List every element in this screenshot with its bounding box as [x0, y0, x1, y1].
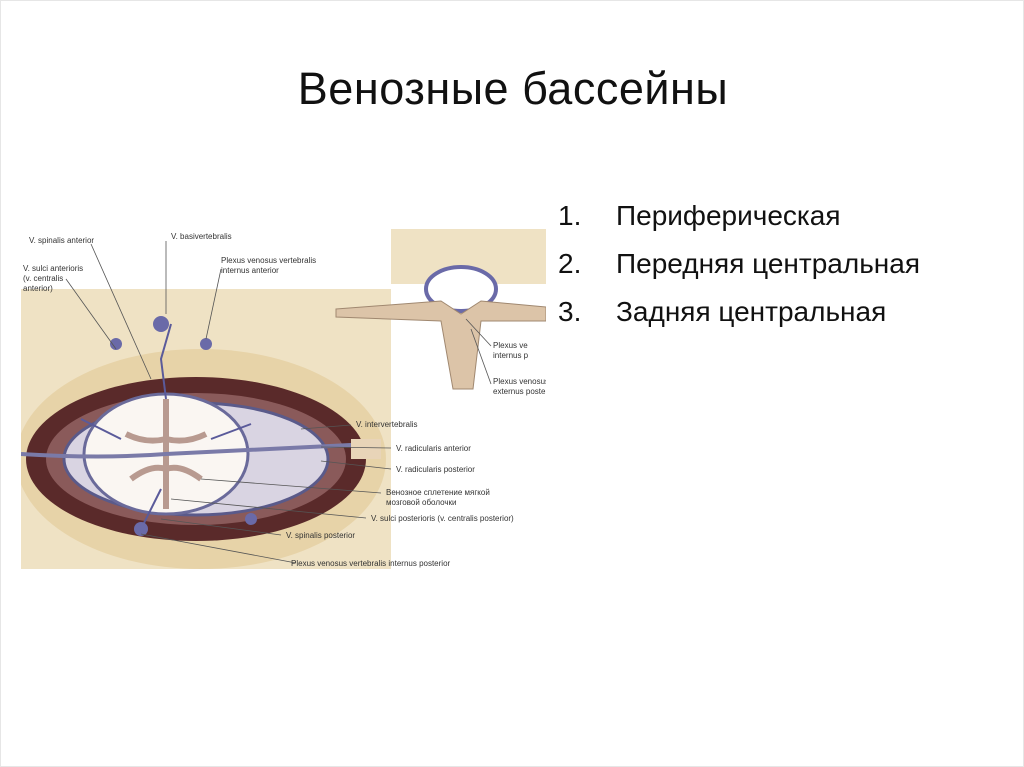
numbered-list: 1. Периферическая 2. Передняя центральна…	[558, 197, 998, 341]
label-radicularis-anterior: V. radicularis anterior	[396, 444, 471, 453]
nerve-root	[351, 439, 381, 459]
list-item: 2. Передняя центральная	[558, 245, 998, 283]
anatomy-diagram: V. spinalis anterior V. basivertebralis …	[21, 229, 546, 574]
slide-title: Венозные бассейны	[1, 63, 1024, 115]
list-text: Передняя центральная	[616, 248, 920, 279]
label-inset-plexus-externus: externus poste	[493, 387, 546, 396]
list-number: 2.	[558, 245, 581, 283]
label-venous-pia: Венозное сплетение мягкой	[386, 488, 490, 497]
list-text: Задняя центральная	[616, 296, 886, 327]
list-number: 1.	[558, 197, 581, 235]
label-sulci-anterioris: anterior)	[23, 284, 53, 293]
label-sulci-posterioris: V. sulci posterioris (v. centralis poste…	[371, 514, 514, 523]
label-spinalis-anterior: V. spinalis anterior	[29, 236, 94, 245]
label-sulci-anterioris: V. sulci anterioris	[23, 264, 83, 273]
label-venous-pia: мозговой оболочки	[386, 498, 457, 507]
label-inset-plexus-externus: Plexus venosus	[493, 377, 546, 386]
label-basivertebralis: V. basivertebralis	[171, 232, 232, 241]
label-sulci-anterioris: (v. centralis	[23, 274, 63, 283]
list-text: Периферическая	[616, 200, 841, 231]
label-intervertebralis: V. intervertebralis	[356, 420, 418, 429]
label-inset-plexus-internus: internus p	[493, 351, 529, 360]
list-number: 3.	[558, 293, 581, 331]
label-spinalis-posterior: V. spinalis posterior	[286, 531, 355, 540]
list-item: 1. Периферическая	[558, 197, 998, 235]
plexus-node	[110, 338, 122, 350]
plexus-node	[200, 338, 212, 350]
plexus-node	[134, 522, 148, 536]
label-plexus-internus-anterior: internus anterior	[221, 266, 279, 275]
plexus-node	[245, 513, 257, 525]
list-item: 3. Задняя центральная	[558, 293, 998, 331]
label-inset-plexus-internus: Plexus ve	[493, 341, 528, 350]
label-radicularis-posterior: V. radicularis posterior	[396, 465, 475, 474]
spinal-venous-illustration: V. spinalis anterior V. basivertebralis …	[21, 229, 546, 574]
label-plexus-internus-anterior: Plexus venosus vertebralis	[221, 256, 316, 265]
basivertebral-vein	[153, 316, 169, 332]
label-plexus-internus-posterior: Plexus venosus vertebralis internus post…	[291, 559, 451, 568]
